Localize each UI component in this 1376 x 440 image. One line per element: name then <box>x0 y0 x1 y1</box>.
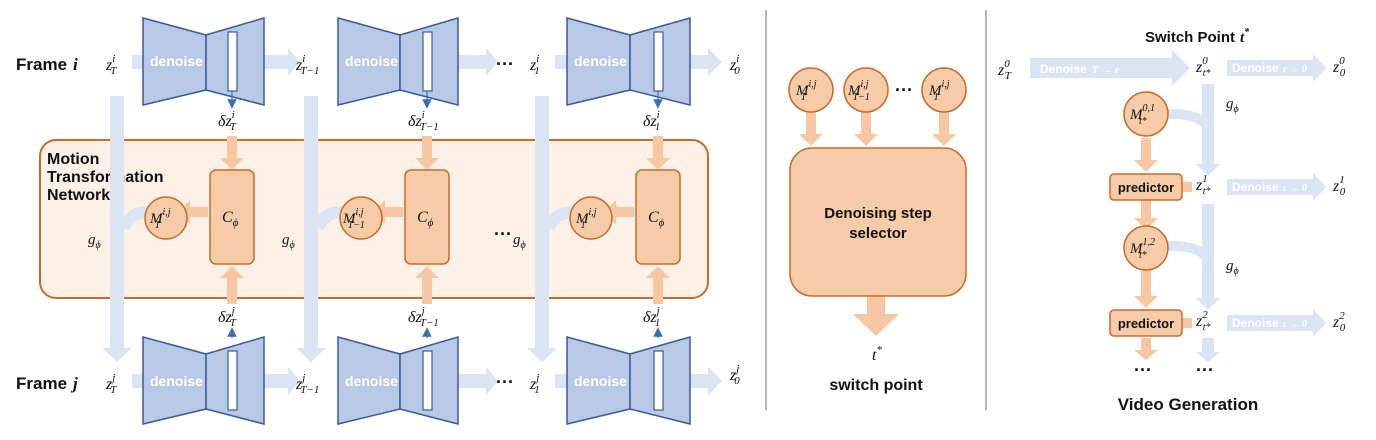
g-phi-label: gϕ <box>513 232 526 251</box>
predictor-box <box>1109 173 1183 201</box>
g-phi-label: gϕ <box>282 232 295 251</box>
mtn-title-2: Transformation <box>47 169 163 186</box>
denoiser-bottom-1: denoise <box>142 335 265 425</box>
right-orange-arrows <box>1134 138 1192 360</box>
motion-circle <box>144 196 188 240</box>
delta-arrows <box>227 91 663 338</box>
motion-circle <box>788 67 834 113</box>
motion-circle <box>569 196 613 240</box>
denoiser-bottom-2: denoise <box>337 335 459 425</box>
motion-circle <box>921 67 967 113</box>
denoise-label: denoise <box>150 373 203 389</box>
motion-circle <box>339 196 383 240</box>
ellipsis: ··· <box>494 224 512 244</box>
left-panel: Motion Transformation Network <box>16 16 740 425</box>
denoise-label: denoise <box>345 373 398 389</box>
selector-line-2: selector <box>849 225 907 242</box>
g-phi-label: gϕ <box>88 232 101 251</box>
motion-circle <box>1123 91 1169 137</box>
switch-point-label: switch point <box>829 377 923 394</box>
denoise-label: denoise <box>150 53 203 69</box>
video-generation-label: Video Generation <box>1118 395 1258 414</box>
t-star: t* <box>872 344 882 364</box>
denoiser-top-1: denoise <box>142 16 265 106</box>
c-phi-label-2: Cϕ <box>417 209 434 229</box>
denoiser-top-2: denoise <box>337 16 459 106</box>
g-phi-label: gϕ <box>1226 258 1239 277</box>
mtn-title-3: Network <box>47 187 110 204</box>
motion-circle <box>843 67 889 113</box>
ellipsis: ··· <box>1196 360 1214 380</box>
denoise-label: denoise <box>345 53 398 69</box>
c-phi-label-3: Cϕ <box>648 209 665 229</box>
ellipsis: ··· <box>496 372 514 392</box>
ellipsis: ··· <box>895 80 913 100</box>
selector-line-1: Denoising step <box>824 205 932 222</box>
denoise-label: denoise <box>574 53 627 69</box>
predictor-box <box>1109 309 1183 337</box>
motion-circle <box>1123 225 1169 271</box>
g-phi-label: gϕ <box>1226 96 1239 115</box>
mtn-title-1: Motion <box>47 151 99 168</box>
predictor-label: predictor <box>1118 180 1174 195</box>
predictor-label: predictor <box>1118 316 1174 331</box>
denoiser-top-3: denoise <box>566 17 691 106</box>
ellipsis: ··· <box>1134 360 1152 380</box>
ellipsis: ··· <box>496 54 514 74</box>
denoiser-bottom-3: denoise <box>566 336 691 425</box>
selector-box <box>789 147 967 297</box>
c-phi-boxes <box>209 169 681 265</box>
c-phi-label-1: Cϕ <box>222 209 239 229</box>
denoise-label: denoise <box>574 373 627 389</box>
denoise-arrows-small <box>1227 54 1326 337</box>
middle-orange-arrows <box>799 112 956 336</box>
